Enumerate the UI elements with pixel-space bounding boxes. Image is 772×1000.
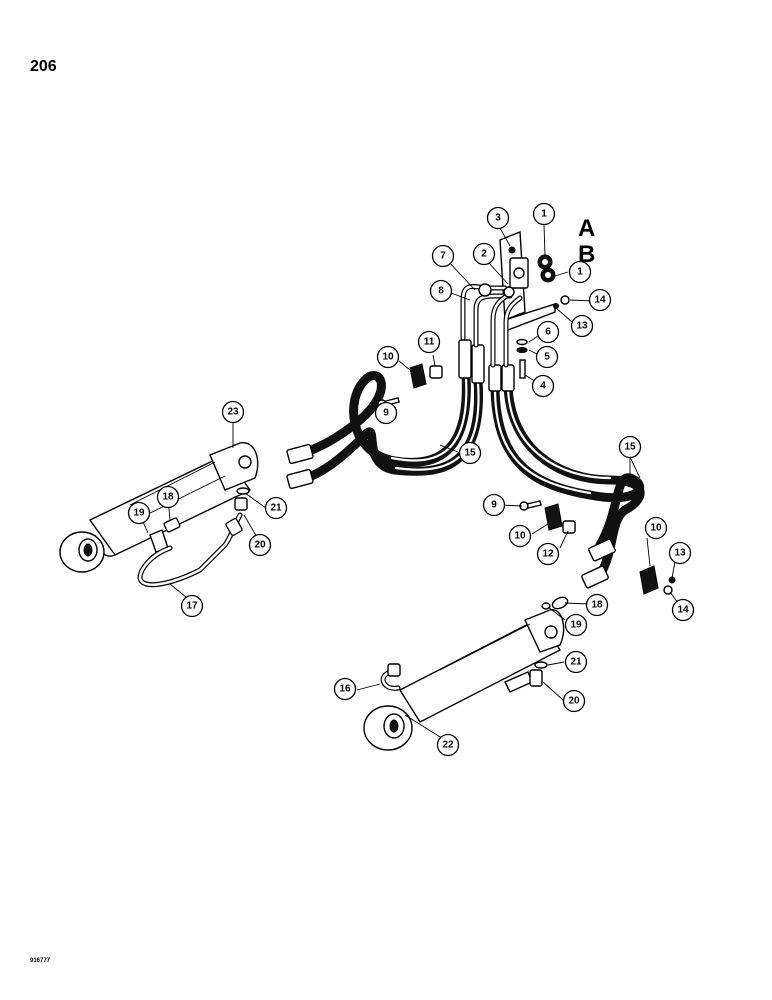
callout-1: 1 [532,202,556,226]
svg-text:20: 20 [254,540,266,551]
svg-text:13: 13 [576,321,588,332]
fitting-18-left [163,517,181,533]
svg-text:16: 16 [339,684,351,695]
callout-15: 15 [458,441,482,465]
callout-1: 1 [568,260,592,284]
svg-text:12: 12 [542,549,554,560]
page-number: 206 [30,58,57,75]
callout-20: 20 [248,533,272,557]
callout-4: 4 [531,374,555,398]
svg-text:18: 18 [162,492,174,503]
callout-23: 23 [221,400,245,424]
hose-clamp-upper [377,363,443,409]
callout-19: 19 [127,501,151,525]
hose-fittings [286,339,616,589]
hydraulic-hoses [295,370,645,580]
svg-text:15: 15 [624,442,636,453]
callout-20: 20 [562,689,586,713]
svg-text:14: 14 [677,605,689,616]
callout-10: 10 [644,516,668,540]
svg-text:13: 13 [674,548,686,559]
callout-19: 19 [564,613,588,637]
callout-10: 10 [376,345,400,369]
svg-text:20: 20 [568,696,580,707]
svg-text:17: 17 [186,601,198,612]
callout-12: 12 [536,542,560,566]
svg-text:21: 21 [270,503,282,514]
callout-10: 10 [508,524,532,548]
svg-text:10: 10 [650,523,662,534]
callout-17: 17 [180,594,204,618]
tube-16 [380,663,401,691]
callout-3: 3 [486,206,510,230]
tube-17 [137,487,250,588]
callout-14: 14 [588,288,612,312]
svg-text:11: 11 [424,337,435,348]
svg-text:19: 19 [133,508,145,519]
svg-text:1: 1 [577,267,583,278]
svg-text:7: 7 [440,251,446,262]
callout-9: 9 [482,493,506,517]
svg-text:4: 4 [540,381,546,392]
callout-14: 14 [671,598,695,622]
svg-text:8: 8 [438,286,444,297]
mounting-hardware-lower [519,500,676,669]
svg-text:3: 3 [495,213,501,224]
callout-7: 7 [431,244,455,268]
svg-text:2: 2 [481,249,487,260]
steel-tubes [460,283,523,368]
callout-13: 13 [570,314,594,338]
callout-2: 2 [472,242,496,266]
callout-9: 9 [374,401,398,425]
mounting-hardware-upper [516,295,570,379]
callout-13: 13 [668,541,692,565]
port-label-b: B [578,241,595,268]
svg-text:9: 9 [491,500,497,511]
callout-15: 15 [618,435,642,459]
svg-text:9: 9 [383,408,389,419]
svg-text:22: 22 [442,740,454,751]
svg-text:5: 5 [544,352,550,363]
svg-text:19: 19 [570,620,582,631]
port-label-a: A [578,215,595,242]
svg-text:14: 14 [594,295,606,306]
callout-8: 8 [429,279,453,303]
svg-text:6: 6 [545,327,551,338]
svg-text:18: 18 [591,600,603,611]
svg-text:21: 21 [570,657,582,668]
figure-code: 916777 [30,958,51,964]
svg-text:1: 1 [541,209,547,220]
callout-5: 5 [535,345,559,369]
svg-text:10: 10 [382,352,394,363]
cylinder-right [363,609,565,751]
callout-6: 6 [536,320,560,344]
svg-text:23: 23 [227,407,239,418]
callout-18: 18 [156,485,180,509]
callout-18: 18 [585,593,609,617]
callout-22: 22 [436,733,460,757]
callout-21: 21 [264,496,288,520]
svg-text:10: 10 [514,531,526,542]
callout-11: 11 [417,330,441,354]
callout-16: 16 [333,677,357,701]
svg-text:15: 15 [464,448,476,459]
callout-21: 21 [564,650,588,674]
